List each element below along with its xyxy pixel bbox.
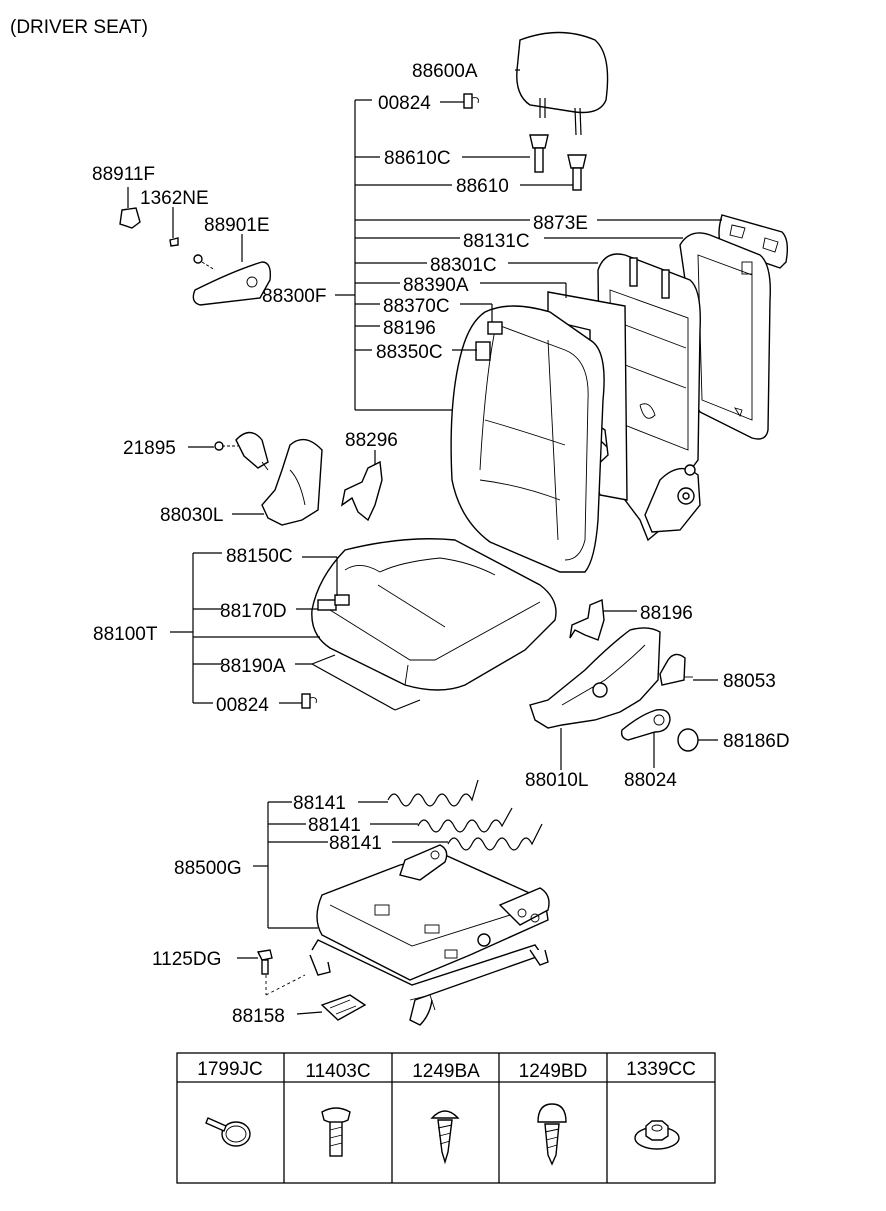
label-88911F: 88911F (92, 164, 155, 185)
label-8873E: 8873E (533, 213, 588, 234)
cover-88296 (340, 460, 383, 522)
leaders-seat-track (253, 801, 448, 929)
label-88390A: 88390A (403, 275, 469, 296)
label-88100T: 88100T (93, 624, 158, 645)
label-88150C: 88150C (226, 546, 293, 567)
label-88053: 88053 (723, 671, 776, 692)
leader-88158 (296, 1011, 323, 1015)
back-panel-8873E (718, 214, 789, 269)
pin-00824-upper (463, 93, 479, 109)
side-shield-88030L (261, 438, 323, 526)
table-header-11403C: 11403C (305, 1061, 370, 1082)
screw-1249BA-icon (430, 1110, 460, 1165)
back-board-88131C (679, 232, 771, 440)
leaders-seat-cushion (170, 552, 421, 711)
diagram-title: (DRIVER SEAT) (10, 17, 148, 38)
belt-anchor-21895 (214, 431, 269, 471)
back-cushion-88300F (450, 305, 605, 573)
spring-88141-3 (447, 823, 543, 851)
label-88901E: 88901E (204, 215, 270, 236)
lever-88024 (620, 709, 671, 741)
label-88610C: 88610C (384, 148, 451, 169)
label-88300F: 88300F (262, 286, 326, 307)
label-88350C: 88350C (376, 342, 443, 363)
spring-88141-2 (417, 807, 513, 833)
label-1362NE: 1362NE (140, 188, 209, 209)
label-21895: 21895 (123, 438, 176, 459)
seat-track-88500G (309, 844, 550, 1026)
label-88500G: 88500G (174, 858, 242, 879)
fastener-table: 1799JC 11403C 1249BA 1249BD 1339CC (176, 1052, 716, 1184)
leaders-seat-back (335, 69, 722, 411)
knob-88053 (659, 653, 693, 686)
label-88196-upper: 88196 (383, 318, 436, 339)
headrest-part (516, 31, 609, 136)
label-88141-3: 88141 (329, 833, 382, 854)
screw-1249BD-icon (537, 1103, 567, 1166)
side-shield-88010L (529, 627, 661, 729)
bracket-88158 (320, 994, 367, 1021)
clamp-1799JC-icon (205, 1117, 251, 1147)
table-header-1249BD: 1249BD (519, 1061, 588, 1082)
seat-cushion-88100T (311, 538, 557, 691)
label-88141-2: 88141 (308, 815, 361, 836)
recliner-cover-88901E (192, 254, 272, 306)
label-88196-lower: 88196 (640, 603, 693, 624)
label-1125DG: 1125DG (152, 949, 221, 970)
clip-1362NE (169, 237, 179, 247)
bolt-1125DG (256, 949, 306, 996)
spring-88141-1 (387, 779, 479, 807)
pin-00824-lower (301, 693, 317, 709)
label-88600A: 88600A (412, 61, 478, 82)
label-88301C: 88301C (430, 255, 497, 276)
back-pad-88390A (547, 291, 628, 501)
table-header-1339CC: 1339CC (626, 1059, 696, 1080)
label-88296: 88296 (345, 430, 398, 451)
label-88030L: 88030L (160, 505, 223, 526)
guide-88610 (567, 154, 587, 191)
cover-88196-lower (569, 598, 605, 641)
label-88010L: 88010L (525, 770, 588, 791)
cap-88186D (677, 728, 699, 752)
cap-88911F (119, 207, 141, 229)
label-88170D: 88170D (220, 601, 287, 622)
table-header-1799JC: 1799JC (197, 1059, 263, 1080)
label-88190A: 88190A (220, 656, 286, 677)
label-88131C: 88131C (463, 231, 530, 252)
label-88610: 88610 (456, 176, 509, 197)
bolt-11403C-icon (321, 1107, 351, 1157)
table-header-1249BA: 1249BA (412, 1061, 480, 1082)
label-88186D: 88186D (723, 731, 790, 752)
label-88024: 88024 (624, 770, 677, 791)
label-00824-lower: 00824 (216, 695, 269, 716)
label-88141-1: 88141 (293, 793, 346, 814)
label-00824-upper: 00824 (378, 93, 431, 114)
label-88370C: 88370C (383, 296, 450, 317)
nut-1339CC-icon (634, 1120, 680, 1150)
label-88158: 88158 (232, 1006, 285, 1027)
guide-88610C (529, 134, 549, 173)
